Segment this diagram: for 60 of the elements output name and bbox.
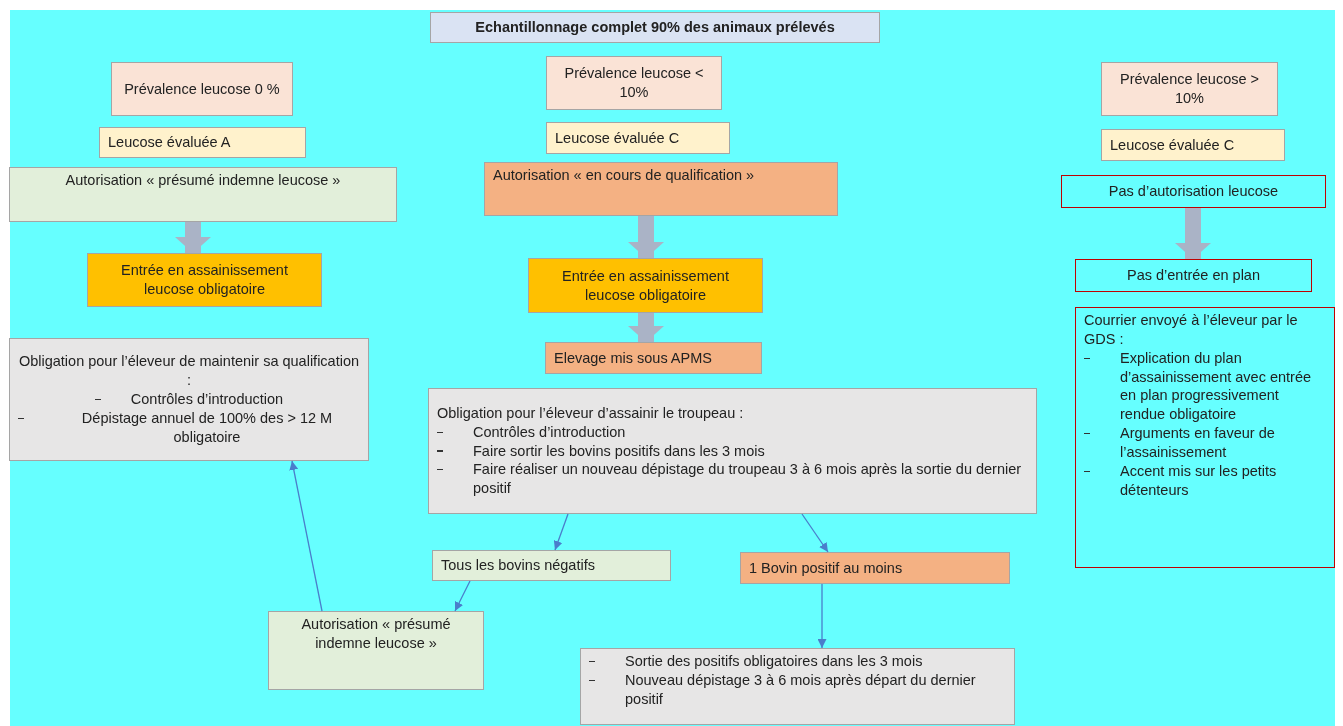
box-label: Prévalence leucose 0 % <box>124 79 280 99</box>
arrow <box>817 583 827 649</box>
list-item-text: Contrôles d’introduction <box>473 422 626 442</box>
block-arrow <box>628 216 664 258</box>
box-label: Tous les bovins négatifs <box>441 556 596 575</box>
arrow <box>289 460 323 612</box>
process-box <box>545 342 762 374</box>
process-box <box>740 552 1010 584</box>
box-heading: Obligation pour l’éleveur de maintenir sa qualification : <box>18 352 360 391</box>
process-box <box>1101 129 1285 161</box>
process-box <box>432 550 671 581</box>
process-box <box>9 338 369 461</box>
block-arrow <box>628 313 664 342</box>
process-box <box>87 253 322 307</box>
box-label: Autorisation « présumé indemne leucose » <box>300 615 452 653</box>
box-label: Elevage mis sous APMS <box>554 348 713 368</box>
box-label: Entrée en assainissement leucose obligatoire <box>561 266 730 305</box>
process-box <box>580 648 1015 725</box>
box-heading: Obligation pour l’éleveur d’assainir le troupeau : <box>437 403 745 423</box>
list-item-text: Accent mis sur les petits détenteurs <box>1120 461 1278 500</box>
box-label: Leucose évaluée A <box>108 133 232 152</box>
process-box <box>528 258 763 313</box>
process-box <box>546 122 730 154</box>
block-arrow <box>175 222 211 253</box>
box-label: Echantillonnage complet 90% des animaux prélevés <box>475 18 835 37</box>
process-box <box>1075 259 1312 292</box>
list-item-text: Arguments en faveur de l’assainissement <box>1120 424 1276 462</box>
list-item-text: Explication du plan d’assainissement avec entrée en plan progressivement rendue obligatoire <box>1120 348 1313 425</box>
box-label: Leucose évaluée C <box>555 128 681 148</box>
box-label: Pas d’autorisation leucose <box>1108 182 1279 201</box>
process-box <box>111 62 293 116</box>
list-item-text: Sortie des positifs obligatoires dans les 3 mois <box>625 652 923 671</box>
list-item-text: Faire réaliser un nouveau dépistage du troupeau 3 à 6 mois après la sortie du dernier positif <box>473 460 1023 499</box>
list-item-text: Faire sortir les bovins positifs dans les 3 mois <box>473 441 765 461</box>
process-box <box>546 56 722 110</box>
arrow <box>553 513 569 551</box>
list-item-text: Dépistage annuel de 100% des > 12 M obligatoire <box>80 408 334 447</box>
box-label: Entrée en assainissement leucose obligatoire <box>120 261 289 299</box>
box-label: Leucose évaluée C <box>1110 135 1236 155</box>
process-box <box>428 388 1037 514</box>
list-item-text: Nouveau dépistage 3 à 6 mois après départ du dernier positif <box>625 670 977 709</box>
title-box <box>430 12 880 43</box>
process-box <box>1101 62 1278 116</box>
box-label: Autorisation « en cours de qualification » <box>493 166 756 185</box>
box-label: Prévalence leucose > 10% <box>1118 70 1260 108</box>
process-box <box>484 162 838 216</box>
box-label: 1 Bovin positif au moins <box>749 558 904 578</box>
process-box <box>1075 307 1335 568</box>
box-heading: Courrier envoyé à l’éleveur par le GDS : <box>1084 311 1299 349</box>
process-box <box>1061 175 1326 208</box>
box-label: Pas d’entrée en plan <box>1127 266 1260 285</box>
process-box <box>9 167 397 222</box>
arrow <box>454 580 471 612</box>
box-label: Prévalence leucose < 10% <box>563 64 705 102</box>
box-label: Autorisation « présumé indemne leucose » <box>65 171 341 190</box>
list-item-text: Contrôles d’introduction <box>130 390 284 409</box>
arrow <box>801 513 829 553</box>
process-box <box>99 127 306 158</box>
process-box <box>268 611 484 690</box>
block-arrow <box>1175 208 1211 259</box>
